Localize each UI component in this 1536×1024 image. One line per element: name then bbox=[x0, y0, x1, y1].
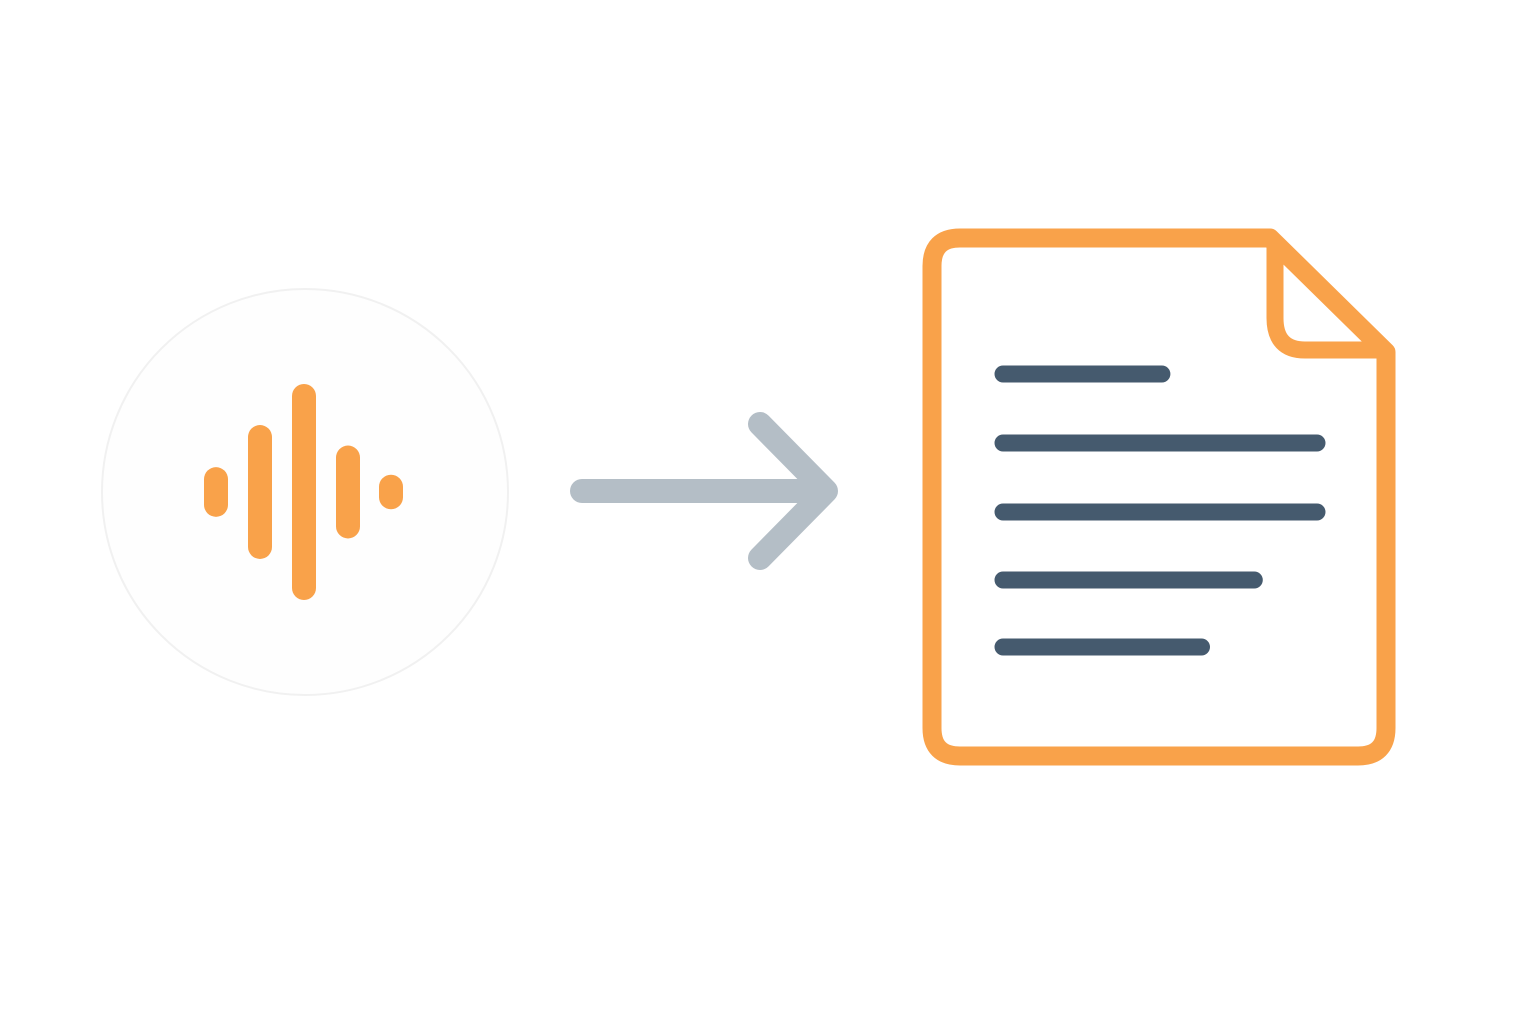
waveform-bar bbox=[204, 467, 228, 517]
audio-waveform-icon bbox=[204, 384, 403, 600]
document-outline bbox=[922, 228, 1396, 766]
waveform-bar bbox=[248, 425, 272, 559]
audio-source bbox=[101, 288, 509, 696]
waveform-bar bbox=[336, 445, 360, 539]
arrow-right-icon bbox=[570, 412, 838, 570]
arrow-head bbox=[748, 412, 838, 570]
document-text-lines bbox=[994, 365, 1326, 656]
text-document-icon bbox=[922, 228, 1396, 766]
waveform-bar bbox=[292, 384, 316, 600]
document-corner-fold bbox=[1266, 240, 1384, 359]
waveform-bar bbox=[379, 474, 403, 510]
